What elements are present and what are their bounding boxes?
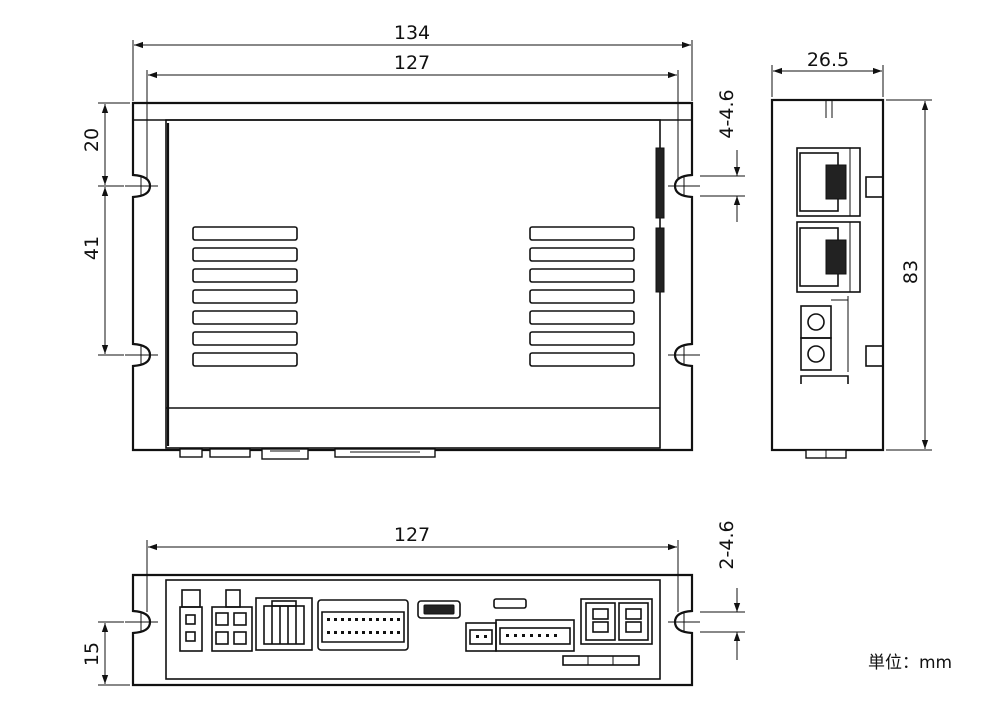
segment [625, 621, 642, 633]
seven-segment-display [580, 598, 653, 645]
dim-left-pitch: 41 [81, 236, 103, 260]
switch-strip [562, 655, 640, 666]
vent-slot [529, 247, 635, 262]
power-connector-body [179, 606, 203, 652]
dim-hole-spec-bottom: 2-4.6 [716, 520, 738, 569]
hole-centerlines [125, 176, 700, 365]
connector-stub [334, 448, 436, 458]
motor-connector [255, 597, 313, 651]
vent-slot [192, 226, 298, 241]
quad-connector-latch [225, 589, 241, 608]
front-view: 127 15 2-4.6 [81, 520, 745, 687]
vent-slot [192, 331, 298, 346]
left-vents [192, 226, 298, 367]
pin [233, 612, 247, 626]
right-vents [529, 226, 635, 367]
connector-stub [209, 448, 251, 458]
dim-side-height: 83 [900, 260, 922, 284]
quad-connector [211, 589, 253, 652]
front-view-outline [131, 573, 694, 687]
encoder-connector-b-inner [499, 627, 571, 645]
side-tab [865, 345, 884, 367]
pin [185, 631, 196, 642]
top-view-connectors [179, 448, 436, 460]
dim-hole-spec-top: 4-4.6 [716, 89, 738, 138]
vent-slot [192, 289, 298, 304]
power-connector [179, 589, 203, 652]
io-connector-body [317, 599, 409, 651]
vent-slot [192, 247, 298, 262]
side-view: 26.5 83 [770, 49, 932, 459]
segment [592, 621, 609, 633]
vent-slot [529, 289, 635, 304]
display-frame [580, 598, 653, 645]
side-connector-pins [825, 164, 847, 200]
display-digit [585, 602, 616, 641]
dim-left-upper: 20 [81, 128, 103, 152]
connector-stub [261, 448, 309, 460]
usb-port [417, 600, 461, 619]
side-jack [800, 305, 832, 339]
encoder-connectors [465, 619, 575, 652]
side-connector-pins [825, 239, 847, 275]
dim-side-depth: 26.5 [807, 49, 849, 71]
usb-port-outer [417, 600, 461, 619]
motor-connector-key [271, 600, 297, 607]
side-jack-hole [807, 313, 825, 331]
top-view-outline [131, 101, 694, 452]
side-connector-lower [796, 221, 861, 293]
dim-bottom-height: 15 [81, 642, 103, 666]
segment [625, 608, 642, 620]
vent-slot [192, 268, 298, 283]
small-slot [493, 598, 527, 609]
front-panel [165, 579, 661, 680]
encoder-connector-b [495, 619, 575, 652]
top-cover [165, 119, 661, 449]
vent-slot [529, 331, 635, 346]
dim-bottom-width: 127 [394, 524, 430, 546]
usb-port-inner [423, 604, 455, 615]
segment [592, 608, 609, 620]
motor-connector-inner [263, 605, 305, 645]
power-connector-latch [181, 589, 201, 608]
vent-slot [529, 268, 635, 283]
pin [185, 614, 196, 625]
io-connector-inner [321, 611, 405, 643]
pin [215, 612, 229, 626]
side-jack [800, 337, 832, 371]
io-connector [317, 599, 409, 651]
connector-stub [179, 448, 203, 458]
right-strip-lower [655, 227, 665, 293]
right-strip-upper [655, 147, 665, 219]
side-step [800, 375, 849, 384]
pin [233, 631, 247, 645]
dim-top-width-inner: 127 [394, 52, 430, 74]
unit-label: 単位：mm [868, 653, 952, 673]
vent-slot [192, 310, 298, 325]
side-tab [865, 176, 884, 198]
encoder-connector-a-inner [469, 629, 493, 645]
display-digit [618, 602, 649, 641]
side-connector-upper [796, 147, 861, 217]
side-jack-hole [807, 345, 825, 363]
vent-slot [529, 310, 635, 325]
pin [215, 631, 229, 645]
motor-connector-body [255, 597, 313, 651]
vent-slot [192, 352, 298, 367]
dim-top-width-outer: 134 [394, 22, 430, 44]
vent-slot [529, 352, 635, 367]
top-view: 134 127 20 41 4-4.6 [81, 22, 745, 460]
vent-slot [529, 226, 635, 241]
